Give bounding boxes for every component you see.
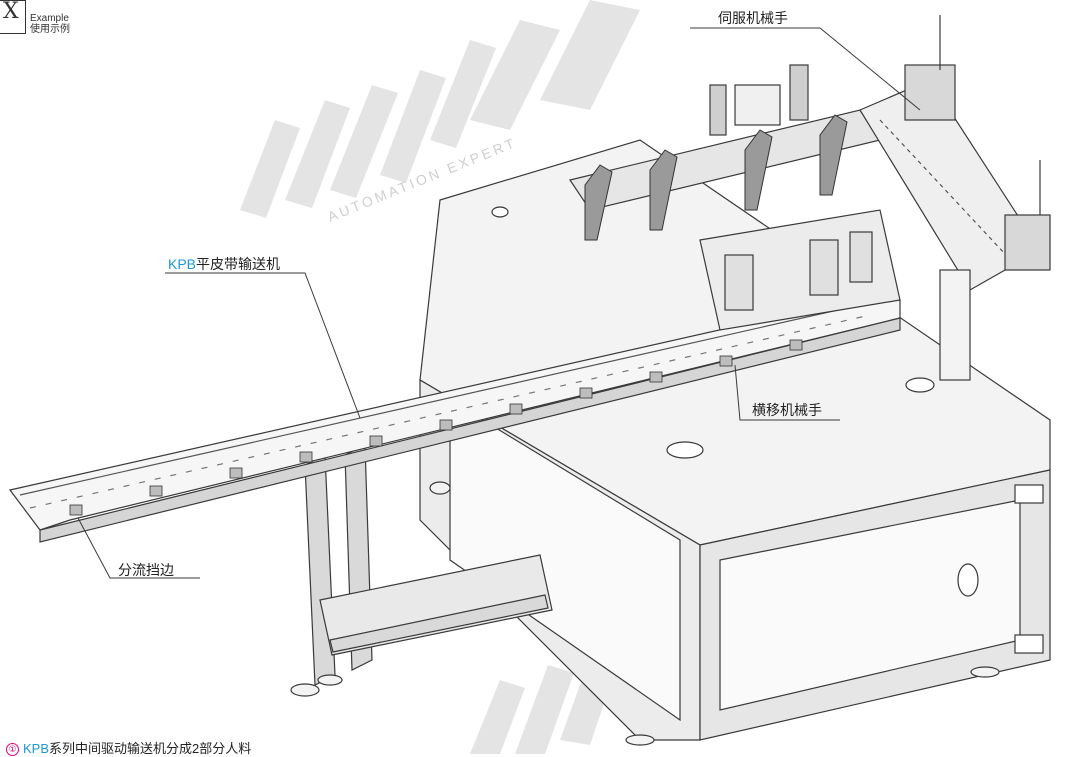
callout-servo-robot: 伺服机械手 xyxy=(718,10,788,26)
conveyor-stand xyxy=(290,444,553,697)
callout-leader-lines xyxy=(77,27,921,579)
example-title-en: Example xyxy=(30,13,69,24)
footer-text: 系列中间驱动输送机分成2部分人料 xyxy=(49,741,252,756)
traverse-robot-unit xyxy=(699,209,901,331)
watermark-logo-top xyxy=(240,0,640,218)
example-badge: X xyxy=(0,0,26,34)
conveyor-brackets xyxy=(69,339,803,516)
example-title-cn: 使用示例 xyxy=(30,24,70,35)
footer-marker: ① xyxy=(6,743,19,756)
example-badge-text: Example 使用示例 xyxy=(30,13,70,35)
callout-traverse-robot: 横移机械手 xyxy=(752,402,822,418)
vacuum-grippers xyxy=(584,114,848,241)
servo-gantry-robot xyxy=(569,15,1051,381)
footer-brand: KPB xyxy=(23,741,50,756)
callout-conveyor-brand: KPB xyxy=(168,256,197,272)
footer-caption: ① KPB系列中间驱动输送机分成2部分人料 xyxy=(6,738,251,757)
callout-conveyor-name: 平皮带输送机 xyxy=(196,256,281,272)
example-badge-glyph: X xyxy=(3,0,19,24)
callout-flat-belt-conveyor: KPB平皮带输送机 xyxy=(168,256,280,272)
callout-diverter-edge: 分流挡边 xyxy=(118,562,174,578)
